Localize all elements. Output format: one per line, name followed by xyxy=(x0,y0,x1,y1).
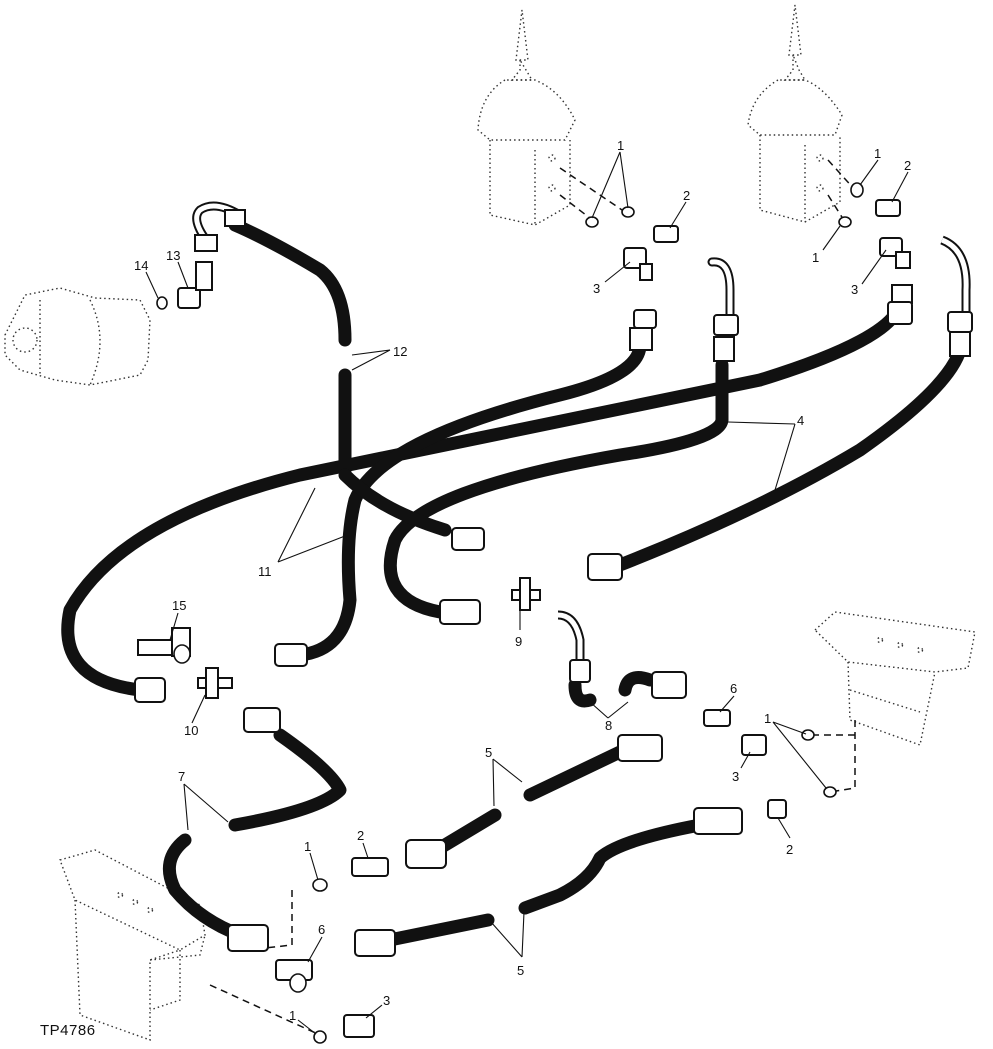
callout-2-right: 2 xyxy=(786,842,793,857)
callout-1-top-right-b: 1 xyxy=(812,250,819,265)
callout-3-lower: 3 xyxy=(383,993,390,1008)
callout-5-upper: 5 xyxy=(485,745,492,760)
callout-12: 12 xyxy=(393,344,407,359)
right-control-lever-valve xyxy=(747,4,843,223)
hose-8 xyxy=(568,671,657,708)
callout-2-top-left: 2 xyxy=(683,188,690,203)
callout-6-right: 6 xyxy=(730,681,737,696)
o-rings xyxy=(312,182,864,1044)
callout-1-top-right-a: 1 xyxy=(874,146,881,161)
callout-10: 10 xyxy=(184,723,198,738)
callout-1-top-left: 1 xyxy=(617,138,624,153)
hose-12 xyxy=(228,218,452,537)
callout-11: 11 xyxy=(258,564,272,579)
callout-6-lower: 6 xyxy=(318,922,325,937)
callout-1-center: 1 xyxy=(304,839,311,854)
callout-5-lower: 5 xyxy=(517,963,524,978)
callout-labels: 1 2 3 1 2 1 3 12 13 14 4 11 15 10 9 8 6 … xyxy=(134,138,911,1023)
callout-9: 9 xyxy=(515,634,522,649)
callout-2-top-right: 2 xyxy=(904,158,911,173)
hose-4-outer xyxy=(613,333,969,572)
leader-lines xyxy=(145,151,909,1035)
callout-3-right: 3 xyxy=(732,769,739,784)
hose-5-upper xyxy=(433,745,627,855)
callout-2-center: 2 xyxy=(357,828,364,843)
callout-13: 13 xyxy=(166,248,180,263)
hose-7 xyxy=(162,728,347,942)
hose-5-lower xyxy=(373,818,707,949)
callout-3-top-right: 3 xyxy=(851,282,858,297)
figure-id: TP4786 xyxy=(40,1022,96,1039)
callout-3-top-left: 3 xyxy=(593,281,600,296)
callout-7: 7 xyxy=(178,769,185,784)
left-control-valve-bank xyxy=(59,849,206,1041)
callout-4: 4 xyxy=(797,413,804,428)
callout-8: 8 xyxy=(605,718,612,733)
callout-1-right: 1 xyxy=(764,711,771,726)
left-control-lever-valve xyxy=(477,9,576,226)
callout-15: 15 xyxy=(172,598,186,613)
hose-4-inner xyxy=(383,358,729,619)
callout-14: 14 xyxy=(134,258,148,273)
callout-1-lower: 1 xyxy=(289,1008,296,1023)
fittings xyxy=(134,199,973,1038)
right-control-valve-bank xyxy=(813,611,976,746)
left-pump-assembly xyxy=(4,287,151,386)
